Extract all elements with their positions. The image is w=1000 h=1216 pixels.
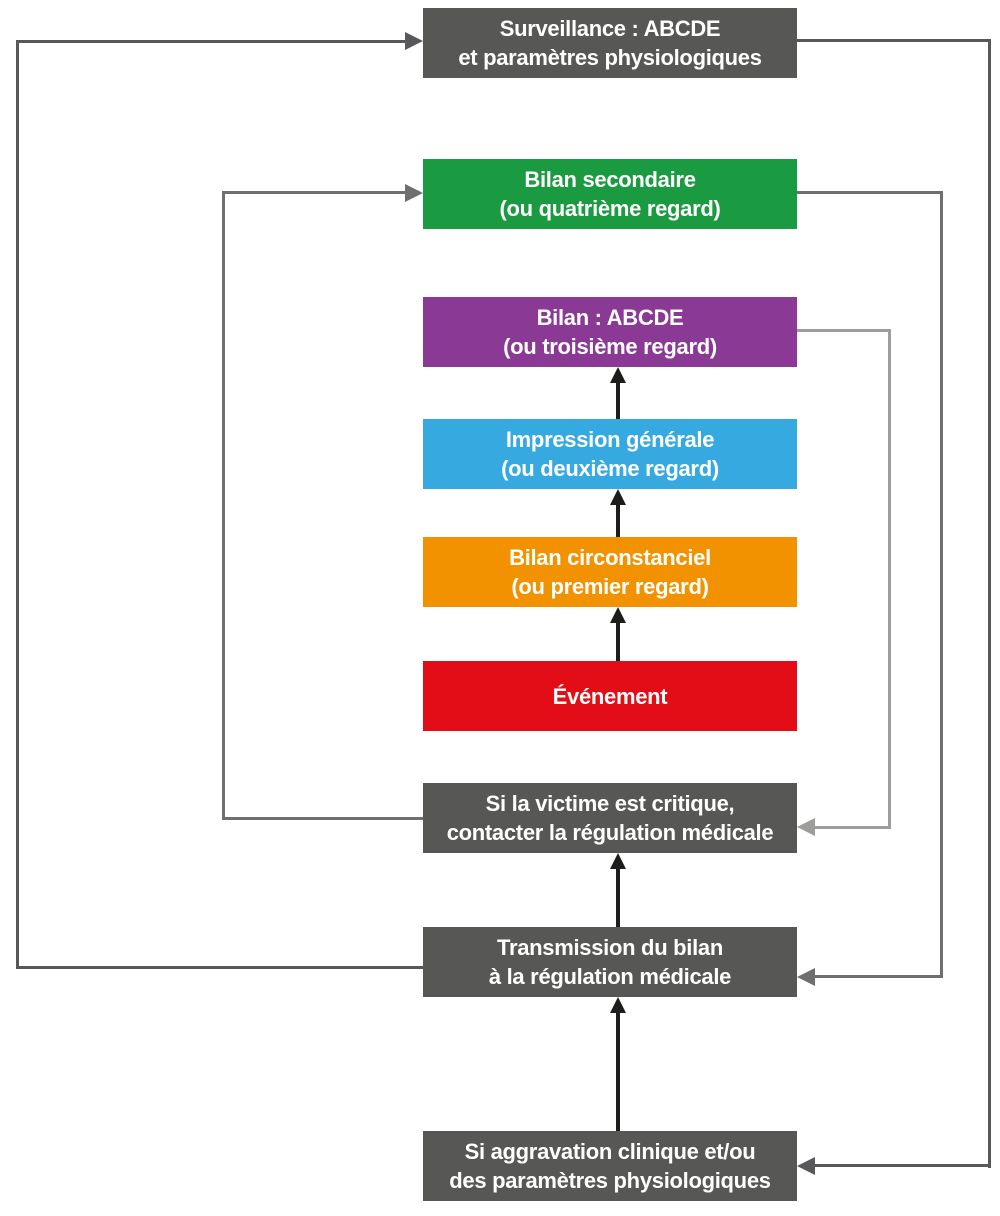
box-surveillance-line2: et paramètres physiologiques xyxy=(458,45,762,70)
arrowhead-right-icon xyxy=(405,184,423,202)
box-bilan-abcde-line2: (ou troisième regard) xyxy=(503,334,717,359)
arrowhead-up-icon xyxy=(610,853,626,869)
box-victime-critique-line1: Si la victime est critique, xyxy=(485,791,735,816)
box-bilan-circonstanciel: Bilan circonstanciel (ou premier regard) xyxy=(423,537,797,607)
box-bilan-secondaire: Bilan secondaire (ou quatrième regard) xyxy=(423,159,797,229)
line-segment xyxy=(940,191,943,978)
arrowhead-up-icon xyxy=(610,997,626,1013)
box-bilan-circonstanciel-line2: (ou premier regard) xyxy=(511,574,709,599)
arrowhead-up-icon xyxy=(610,489,626,505)
line-segment xyxy=(16,40,405,43)
line-segment xyxy=(616,1011,620,1131)
box-bilan-secondaire-line1: Bilan secondaire xyxy=(524,167,696,192)
box-aggravation-line2: des paramètres physiologiques xyxy=(449,1168,771,1193)
line-segment xyxy=(797,39,991,42)
arrowhead-left-icon xyxy=(797,968,815,986)
arrowhead-up-icon xyxy=(610,367,626,383)
arrowhead-left-icon xyxy=(797,818,815,836)
line-segment xyxy=(223,817,423,820)
box-surveillance-line1: Surveillance : ABCDE xyxy=(499,16,721,41)
line-segment xyxy=(222,191,225,820)
line-segment xyxy=(988,39,991,1168)
box-victime-critique-line2: contacter la régulation médicale xyxy=(446,820,774,845)
line-segment xyxy=(797,191,943,194)
box-impression-generale-line2: (ou deuxième regard) xyxy=(501,456,719,481)
line-segment xyxy=(222,191,405,194)
box-aggravation: Si aggravation clinique et/ou des paramè… xyxy=(423,1131,797,1201)
box-bilan-abcde-line1: Bilan : ABCDE xyxy=(536,305,684,330)
line-segment xyxy=(16,40,19,969)
box-impression-generale-line1: Impression générale xyxy=(505,427,715,452)
box-evenement-line1: Événement xyxy=(552,683,668,709)
box-transmission-bilan: Transmission du bilan à la régulation mé… xyxy=(423,927,797,997)
box-bilan-abcde: Bilan : ABCDE (ou troisième regard) xyxy=(423,297,797,367)
box-victime-critique: Si la victime est critique, contacter la… xyxy=(423,783,797,853)
line-segment xyxy=(815,975,940,978)
box-impression-generale: Impression générale (ou deuxième regard) xyxy=(423,419,797,489)
arrowhead-right-icon xyxy=(405,32,423,50)
line-segment xyxy=(815,1164,988,1167)
line-segment xyxy=(616,503,620,537)
line-segment xyxy=(17,966,423,969)
line-segment xyxy=(815,826,891,829)
box-bilan-circonstanciel-line1: Bilan circonstanciel xyxy=(509,545,711,570)
line-segment xyxy=(888,329,891,829)
line-segment xyxy=(616,867,620,927)
box-surveillance: Surveillance : ABCDE et paramètres physi… xyxy=(423,8,797,78)
box-evenement: Événement xyxy=(423,661,797,731)
box-aggravation-line1: Si aggravation clinique et/ou xyxy=(464,1139,756,1164)
arrowhead-up-icon xyxy=(610,607,626,623)
box-bilan-secondaire-line2: (ou quatrième regard) xyxy=(499,196,721,221)
line-segment xyxy=(616,381,620,419)
box-transmission-bilan-line2: à la régulation médicale xyxy=(488,964,732,989)
line-segment xyxy=(616,621,620,661)
arrowhead-left-icon xyxy=(797,1157,815,1175)
line-segment xyxy=(797,329,891,332)
box-transmission-bilan-line1: Transmission du bilan xyxy=(497,935,723,960)
